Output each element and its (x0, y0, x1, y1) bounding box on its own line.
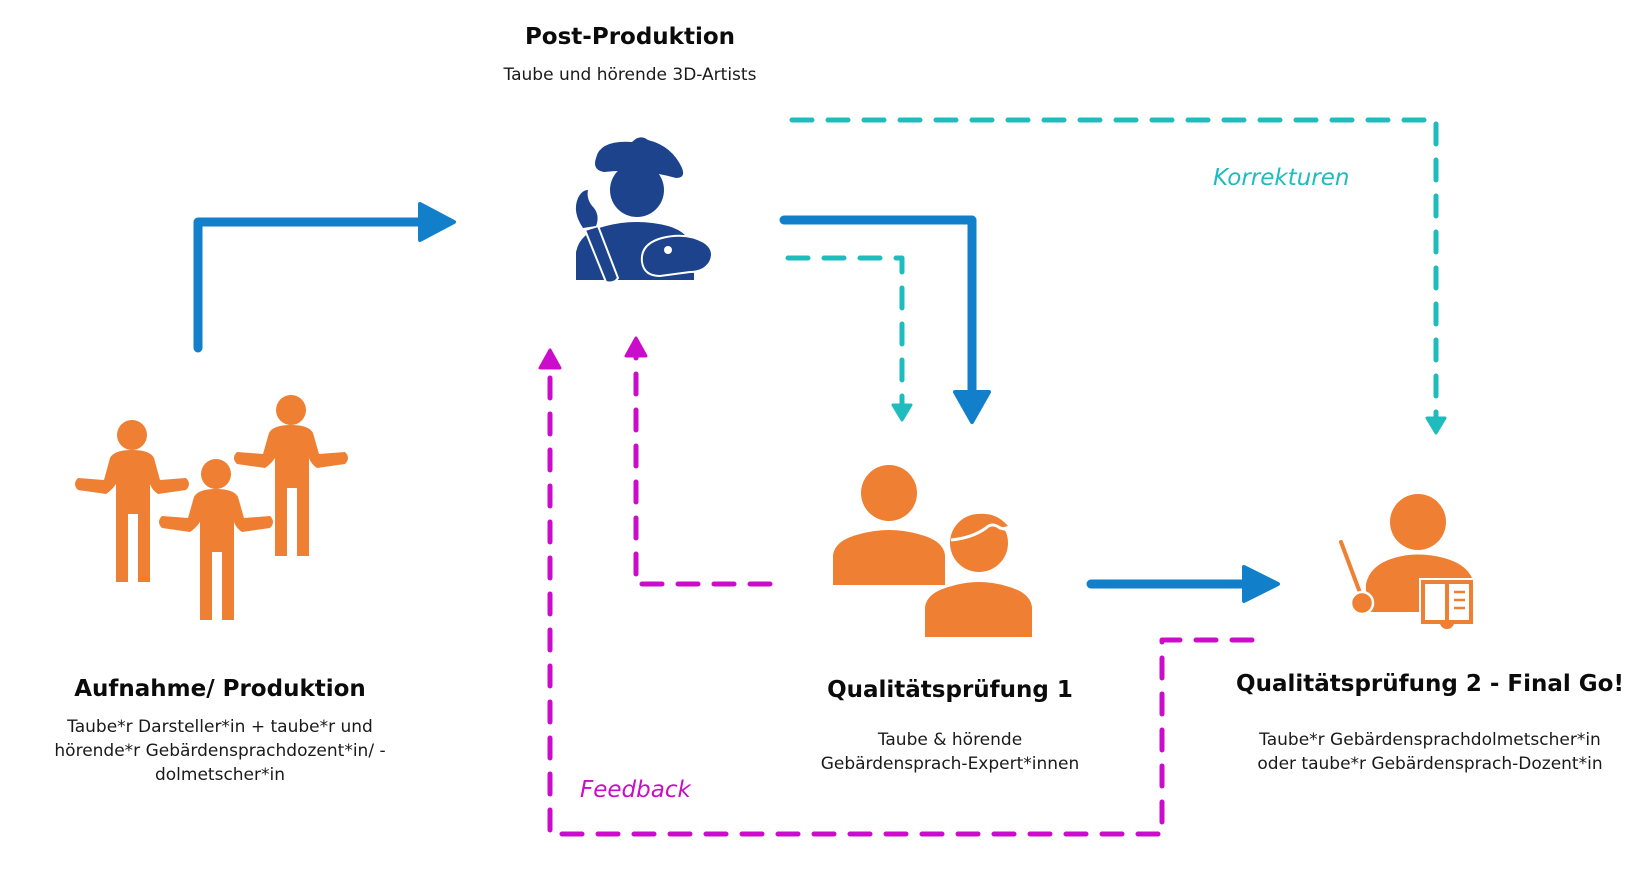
quality-check-1-subtitle: Taube & hörende Gebärdensprach-Expert*in… (800, 728, 1100, 776)
quality-check-2-subtitle-line: oder taube*r Gebärdensprach-Dozent*in (1257, 754, 1603, 774)
post-production-subtitle: Taube und hörende 3D-Artists (503, 65, 757, 85)
quality-check-1-title: Qualitätsprüfung 1 (827, 677, 1073, 703)
correction-arrow-post-to-qc2 (789, 117, 1447, 435)
painter-icon (575, 137, 713, 284)
recording-subtitle-line: hörende*r Gebärdensprachdozent*in/ - (54, 741, 386, 761)
flow-arrow-recording-to-post (193, 202, 456, 353)
flow-arrow-post-to-qc1 (779, 215, 991, 424)
flow-arrow-qc1-to-qc2 (1086, 565, 1280, 603)
group-of-people-icon (75, 395, 348, 620)
quality-check-2-subtitle: Taube*r Gebärdensprachdolmetscher*in ode… (1220, 728, 1640, 776)
two-people-icon (833, 465, 1032, 637)
recording-title: Aufnahme/ Produktion (74, 676, 366, 702)
recording-subtitle: Taube*r Darsteller*in + taube*r und höre… (20, 715, 420, 787)
corrections-label: Korrekturen (1213, 165, 1350, 191)
feedback-arrow-qc1-to-post (624, 336, 773, 587)
recording-subtitle-line: Taube*r Darsteller*in + taube*r und (67, 717, 373, 737)
quality-check-1-subtitle-line: Taube & hörende (877, 730, 1023, 750)
feedback-label: Feedback (580, 777, 691, 803)
recording-subtitle-line: dolmetscher*in (154, 765, 286, 785)
teacher-icon (1339, 494, 1475, 629)
quality-check-1-subtitle-line: Gebärdensprach-Expert*innen (820, 754, 1080, 774)
quality-check-2-title: Qualitätsprüfung 2 - Final Go! (1236, 671, 1624, 697)
post-production-title: Post-Produktion (524, 24, 736, 50)
feedback-arrow-qc2-to-post (538, 348, 1255, 837)
quality-check-2-subtitle-line: Taube*r Gebärdensprachdolmetscher*in (1259, 730, 1601, 750)
correction-arrow-post-to-qc1 (785, 255, 913, 422)
